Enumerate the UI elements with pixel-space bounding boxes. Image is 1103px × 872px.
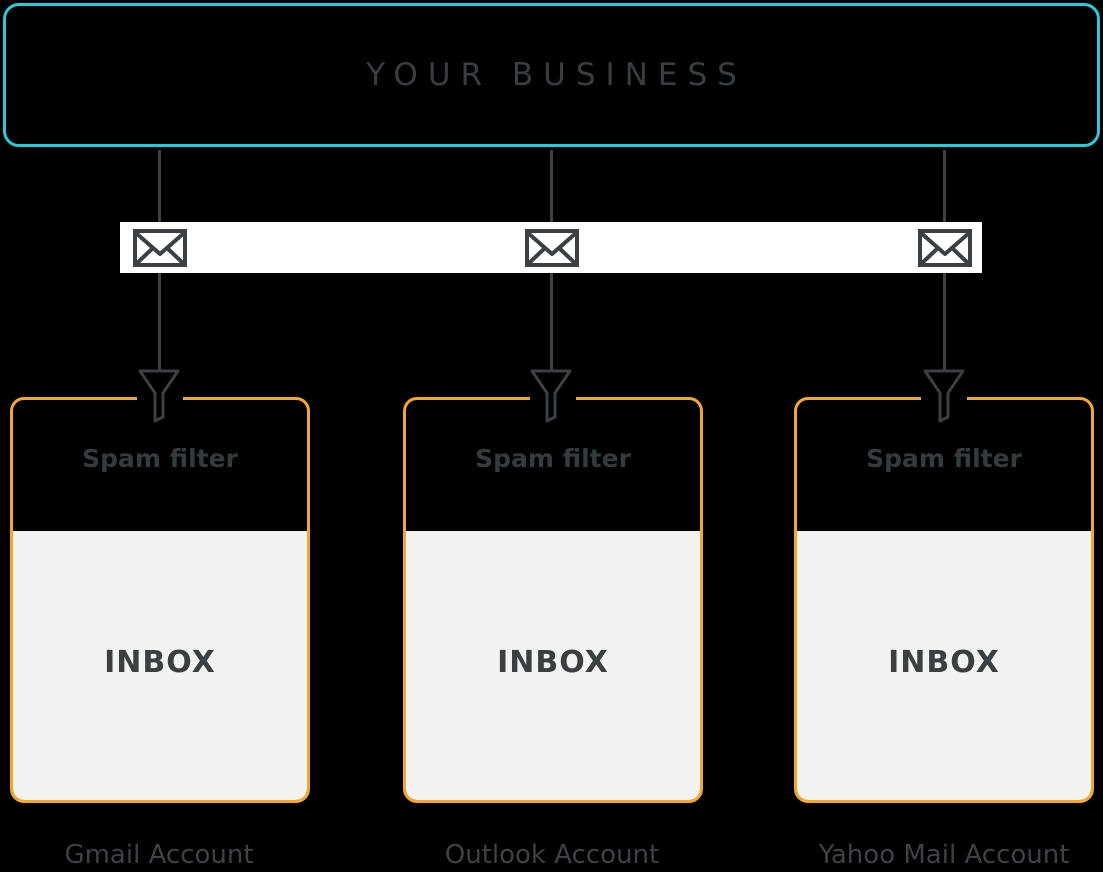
funnel-icon [137,367,181,423]
spam-filter-label: Spam filter [866,444,1022,473]
funnel-icon [529,367,573,423]
account-card-yahoo[interactable]: Spam filter INBOX [794,395,1094,803]
spam-filter-label: Spam filter [82,444,238,473]
inbox-panel: INBOX [13,531,307,800]
page-title: YOUR BUSINESS [366,57,747,93]
inbox-label: INBOX [888,645,1000,680]
funnel-border-gap [530,395,576,402]
account-card-outlook[interactable]: Spam filter INBOX [403,395,703,803]
connector-mailbar-to-filter-3 [943,273,946,370]
envelope-icon [525,228,579,267]
inbox-label: INBOX [497,645,609,680]
connector-mailbar-to-filter-2 [550,273,553,370]
envelope-icon [918,228,972,267]
account-caption-outlook: Outlook Account [444,840,660,870]
connector-business-to-mailbar-1 [158,150,161,223]
mail-bar [120,222,982,273]
account-card-gmail[interactable]: Spam filter INBOX [10,395,310,803]
your-business-box: YOUR BUSINESS [3,3,1100,147]
connector-business-to-mailbar-2 [550,150,553,223]
inbox-label: INBOX [104,645,216,680]
inbox-panel: INBOX [406,531,700,800]
account-caption-yahoo: Yahoo Mail Account [818,840,1070,870]
connector-mailbar-to-filter-1 [158,273,161,370]
funnel-border-gap [921,395,967,402]
inbox-panel: INBOX [797,531,1091,800]
funnel-border-gap [137,395,183,402]
envelope-icon [133,228,187,267]
connector-business-to-mailbar-3 [943,150,946,223]
spam-filter-label: Spam filter [475,444,631,473]
account-caption-gmail: Gmail Account [64,840,254,870]
funnel-icon [922,367,966,423]
